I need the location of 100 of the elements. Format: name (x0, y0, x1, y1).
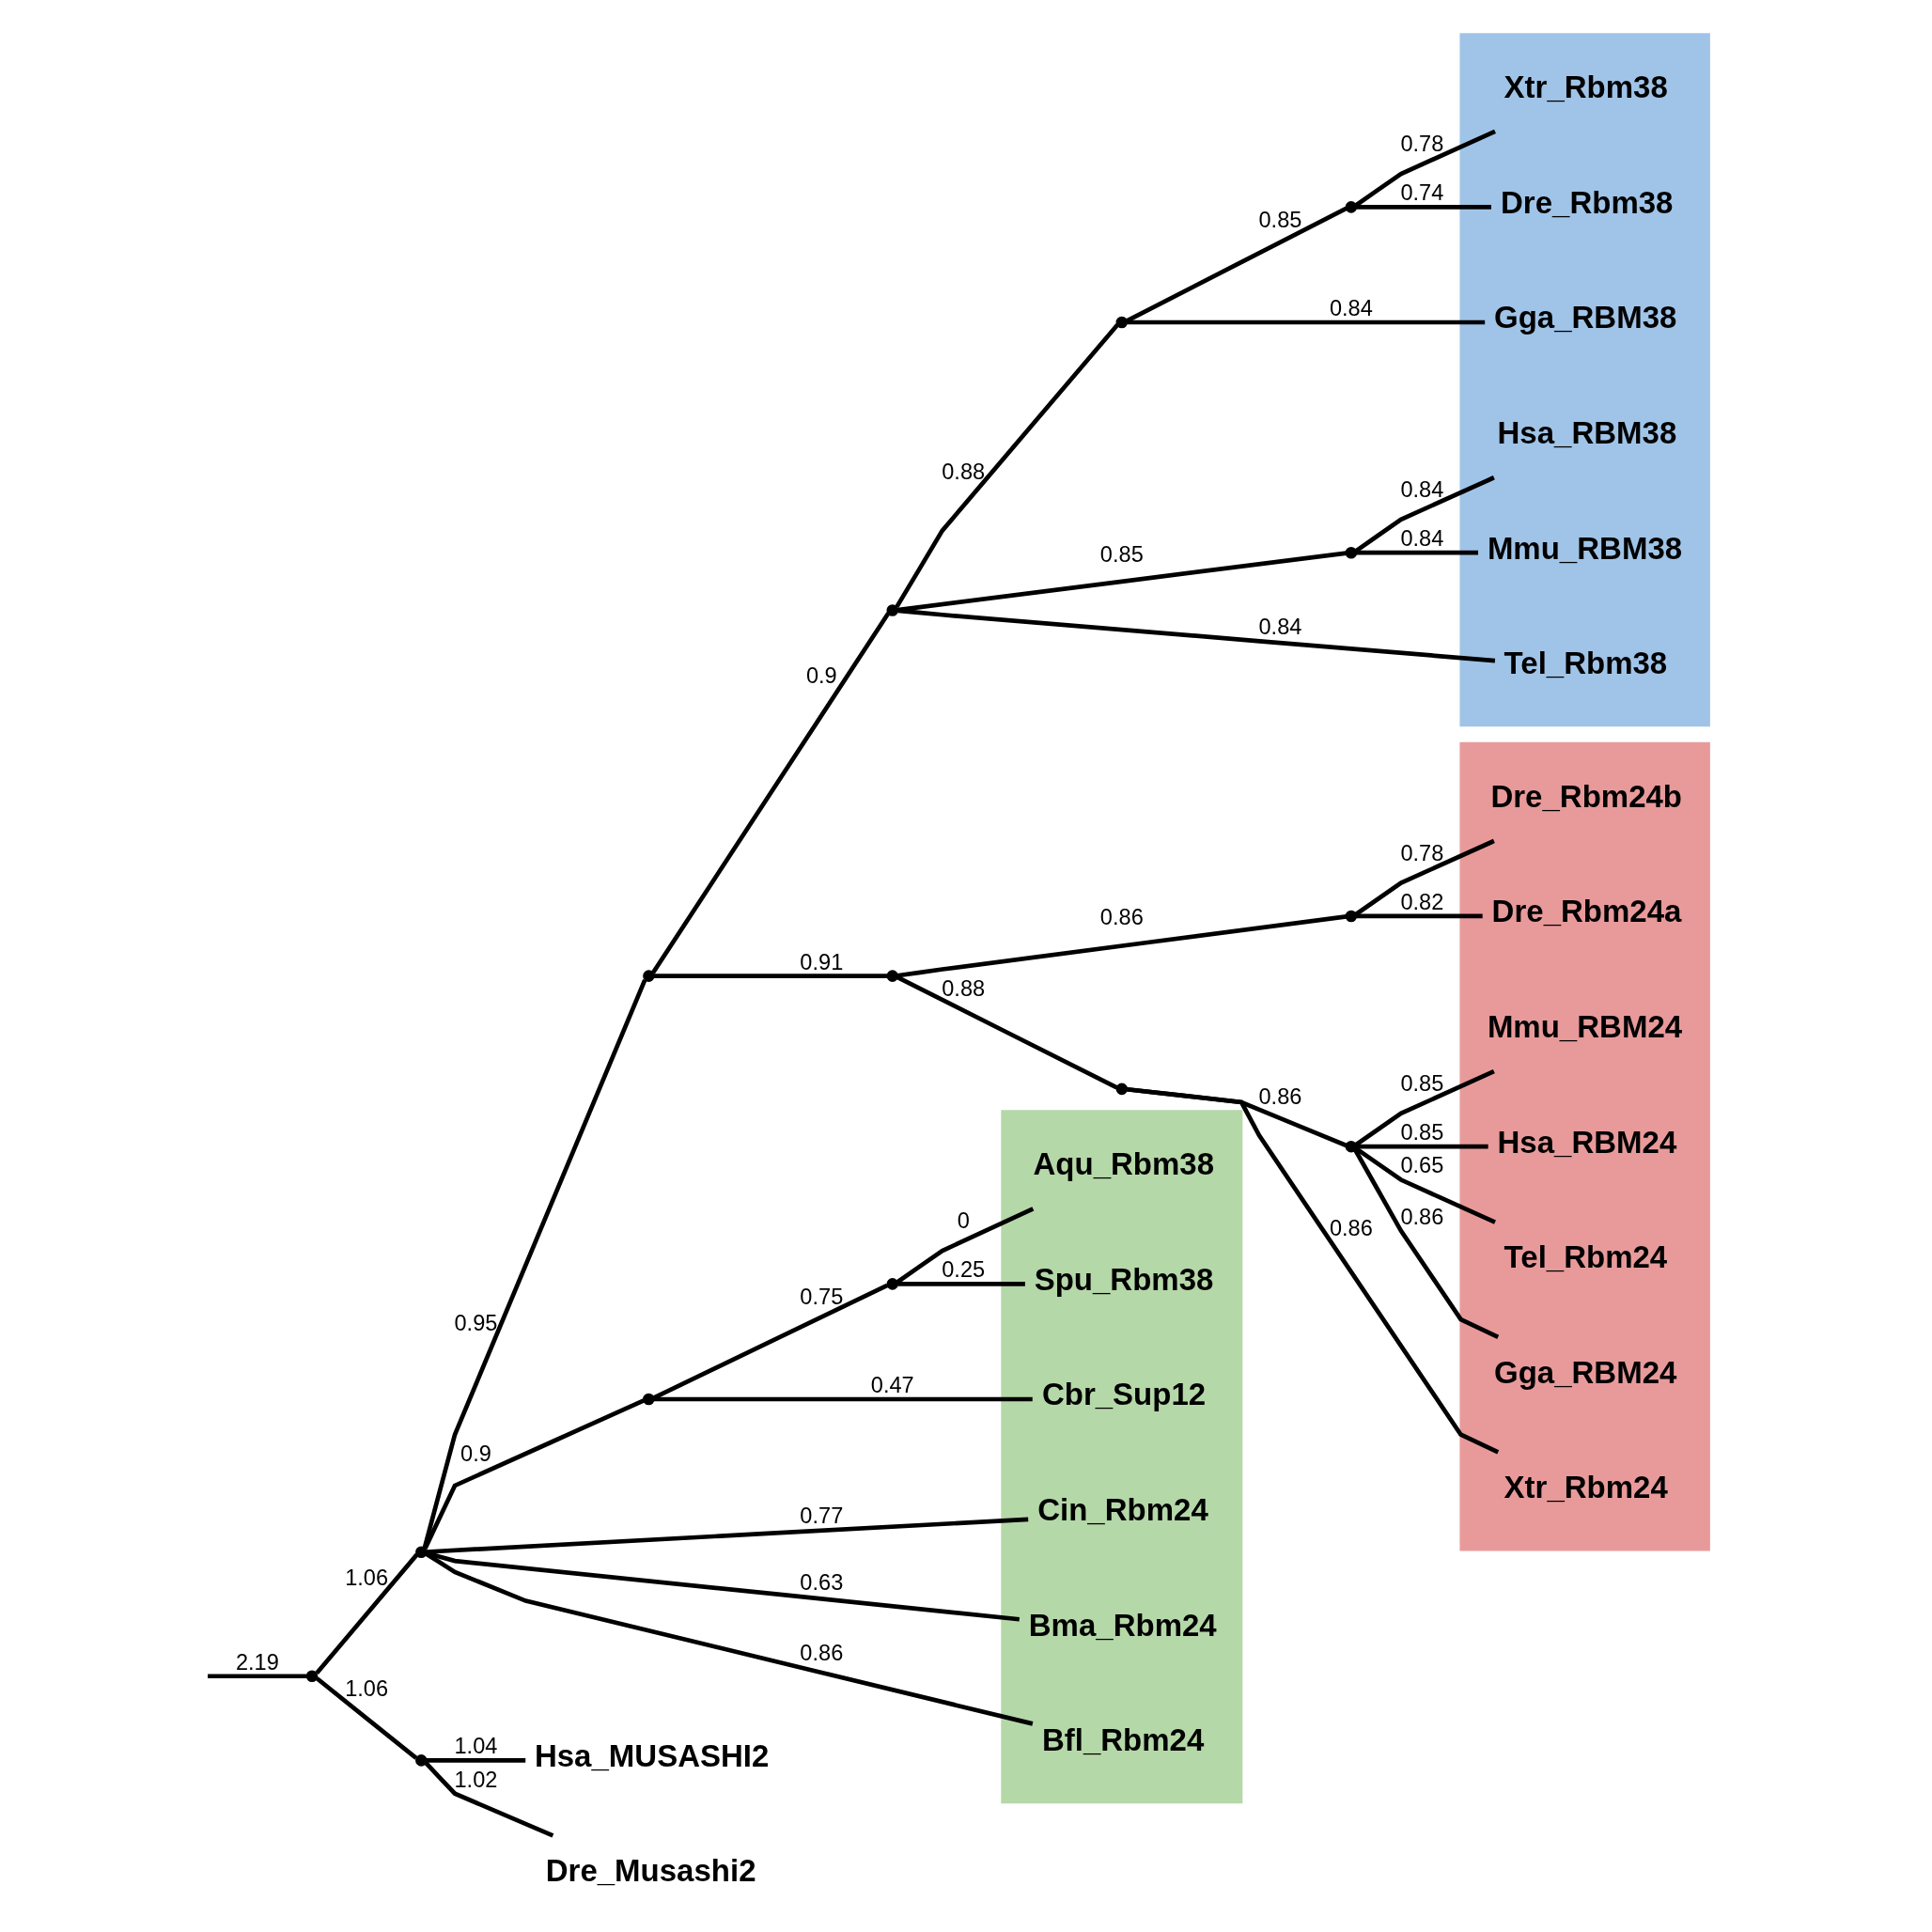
edge-label: 0.63 (800, 1569, 844, 1595)
node-text: Hsa_MUSASHI2 (534, 1737, 770, 1773)
edge-label: 2.19 (235, 1649, 279, 1675)
edge-label: 1.06 (345, 1675, 389, 1701)
edge-label: 0.85 (1400, 1071, 1444, 1097)
edge-label: 0.82 (1400, 889, 1444, 914)
edge-label: 1.02 (454, 1767, 498, 1792)
edge-label: 0.78 (1400, 840, 1444, 865)
connector (1125, 206, 1348, 323)
node-point (1115, 316, 1129, 329)
edge-label: 0.84 (1400, 526, 1444, 552)
connector (1354, 129, 1496, 208)
node-point (643, 970, 655, 982)
connector (427, 1758, 526, 1763)
node-point (1345, 910, 1358, 923)
connector (1355, 1144, 1488, 1149)
node-point (886, 970, 899, 982)
connector (423, 1398, 646, 1550)
edge-label: 0.86 (800, 1641, 844, 1666)
node-point (305, 1670, 319, 1683)
node-text: Gga_RBM38 (1493, 300, 1677, 335)
connector (426, 1550, 1021, 1622)
connector (422, 978, 647, 1550)
edge-label: 0.84 (1329, 295, 1373, 320)
connector (896, 1207, 1035, 1285)
node-text: Cbr_Sup12 (1041, 1377, 1207, 1412)
edge-label: 0.78 (1400, 132, 1444, 157)
node-text: Tel_Rbm24 (1504, 1239, 1668, 1275)
cluster (1459, 741, 1710, 1551)
connector (315, 1676, 418, 1760)
edge-label: 1.04 (454, 1734, 498, 1759)
node-text: Hsa_RBM24 (1497, 1124, 1677, 1160)
node-text: Aqu_Rbm38 (1033, 1146, 1215, 1182)
connector (896, 913, 1348, 978)
node-point (643, 1393, 655, 1406)
connector (896, 974, 1118, 1090)
connector (1127, 1086, 1348, 1148)
edge-label: 0.84 (1400, 477, 1444, 503)
edge-label: 0.25 (942, 1257, 986, 1283)
edge-label: 0.77 (800, 1504, 844, 1529)
connector (424, 1761, 554, 1838)
connector (895, 322, 1120, 609)
node-text: Xtr_Rbm24 (1504, 1470, 1668, 1505)
node-text: Xtr_Rbm38 (1504, 70, 1668, 105)
cluster (1459, 33, 1710, 727)
connector (653, 1396, 1033, 1402)
connector (653, 974, 888, 978)
edge-label: 0.9 (805, 663, 837, 689)
edge-label: 0.88 (942, 460, 986, 485)
edge-label: 0.86 (1258, 1084, 1302, 1110)
connector (426, 1517, 1029, 1554)
node-text: Gga_RBM24 (1493, 1354, 1677, 1390)
connector (425, 1551, 1034, 1726)
connector (652, 1283, 889, 1400)
connector (897, 1282, 1025, 1286)
node-text: Hsa_RBM38 (1497, 414, 1677, 450)
edge-label: 0.85 (1258, 207, 1302, 232)
node-point (886, 1278, 899, 1290)
connector (1355, 913, 1483, 919)
edge-label: 0.86 (1329, 1215, 1373, 1240)
edge-label: 0.75 (800, 1284, 844, 1309)
edge-label: 0.95 (454, 1310, 498, 1335)
node-point (1345, 546, 1358, 559)
connector (1354, 475, 1495, 553)
connector (650, 612, 891, 974)
edge-label: 0.85 (1099, 541, 1144, 567)
connector (208, 1674, 307, 1679)
edge-label: 0.74 (1400, 180, 1444, 206)
node-text: Dre_Rbm24a (1491, 894, 1682, 929)
edge-label: 0.91 (800, 949, 844, 974)
edge-label: 0.84 (1258, 615, 1302, 640)
edge-label: 0.47 (870, 1372, 914, 1397)
edge-label: 0 (957, 1208, 970, 1234)
node-point (1115, 1083, 1129, 1096)
connector (1355, 205, 1491, 210)
connector (1355, 550, 1478, 555)
edge-label: 0.88 (942, 975, 986, 1001)
connector (1354, 1146, 1496, 1224)
node-text: Bma_Rbm24 (1028, 1607, 1217, 1643)
node-point (1345, 1140, 1358, 1153)
connector (1127, 319, 1486, 325)
node-text: Spu_Rbm38 (1034, 1261, 1214, 1297)
edge-label: 1.06 (345, 1566, 389, 1591)
node-point (415, 1546, 428, 1558)
cluster (1001, 1110, 1243, 1804)
connector (896, 551, 1347, 613)
connector (1353, 1148, 1500, 1339)
node-text: Dre_Rbm38 (1501, 184, 1674, 220)
node-text: Bfl_Rbm24 (1041, 1722, 1205, 1758)
edge-label: 0.86 (1099, 905, 1144, 930)
connector (1354, 838, 1495, 916)
connector (315, 1552, 419, 1675)
connector (1127, 1086, 1500, 1455)
node-point (415, 1754, 428, 1767)
node-text: Mmu_RBM24 (1487, 1008, 1683, 1044)
node-text: Dre_Rbm24b (1490, 778, 1683, 814)
connector (897, 608, 1496, 663)
connector (1354, 1069, 1495, 1147)
edge-label: 0.9 (460, 1441, 491, 1467)
node-text: Tel_Rbm38 (1504, 646, 1668, 681)
